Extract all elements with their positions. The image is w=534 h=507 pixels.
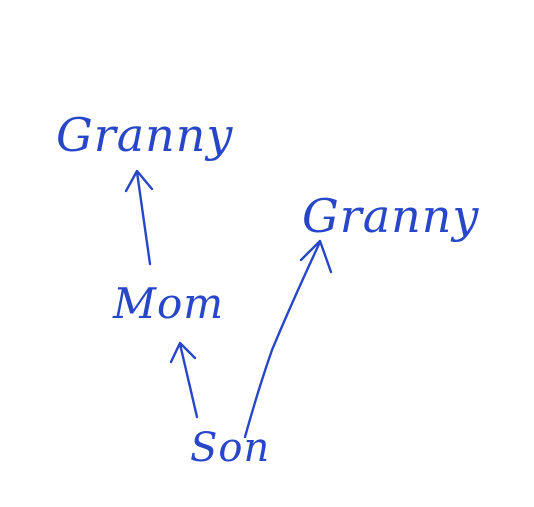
node-granny-right: Granny — [302, 189, 480, 243]
arrow-mom-to-granny-left — [124, 169, 154, 266]
arrow-son-to-granny-right — [243, 239, 333, 439]
node-mom: Mom — [113, 279, 225, 328]
node-granny-left: Granny — [56, 108, 234, 162]
node-son: Son — [190, 425, 271, 471]
arrow-son-to-mom — [169, 341, 199, 419]
